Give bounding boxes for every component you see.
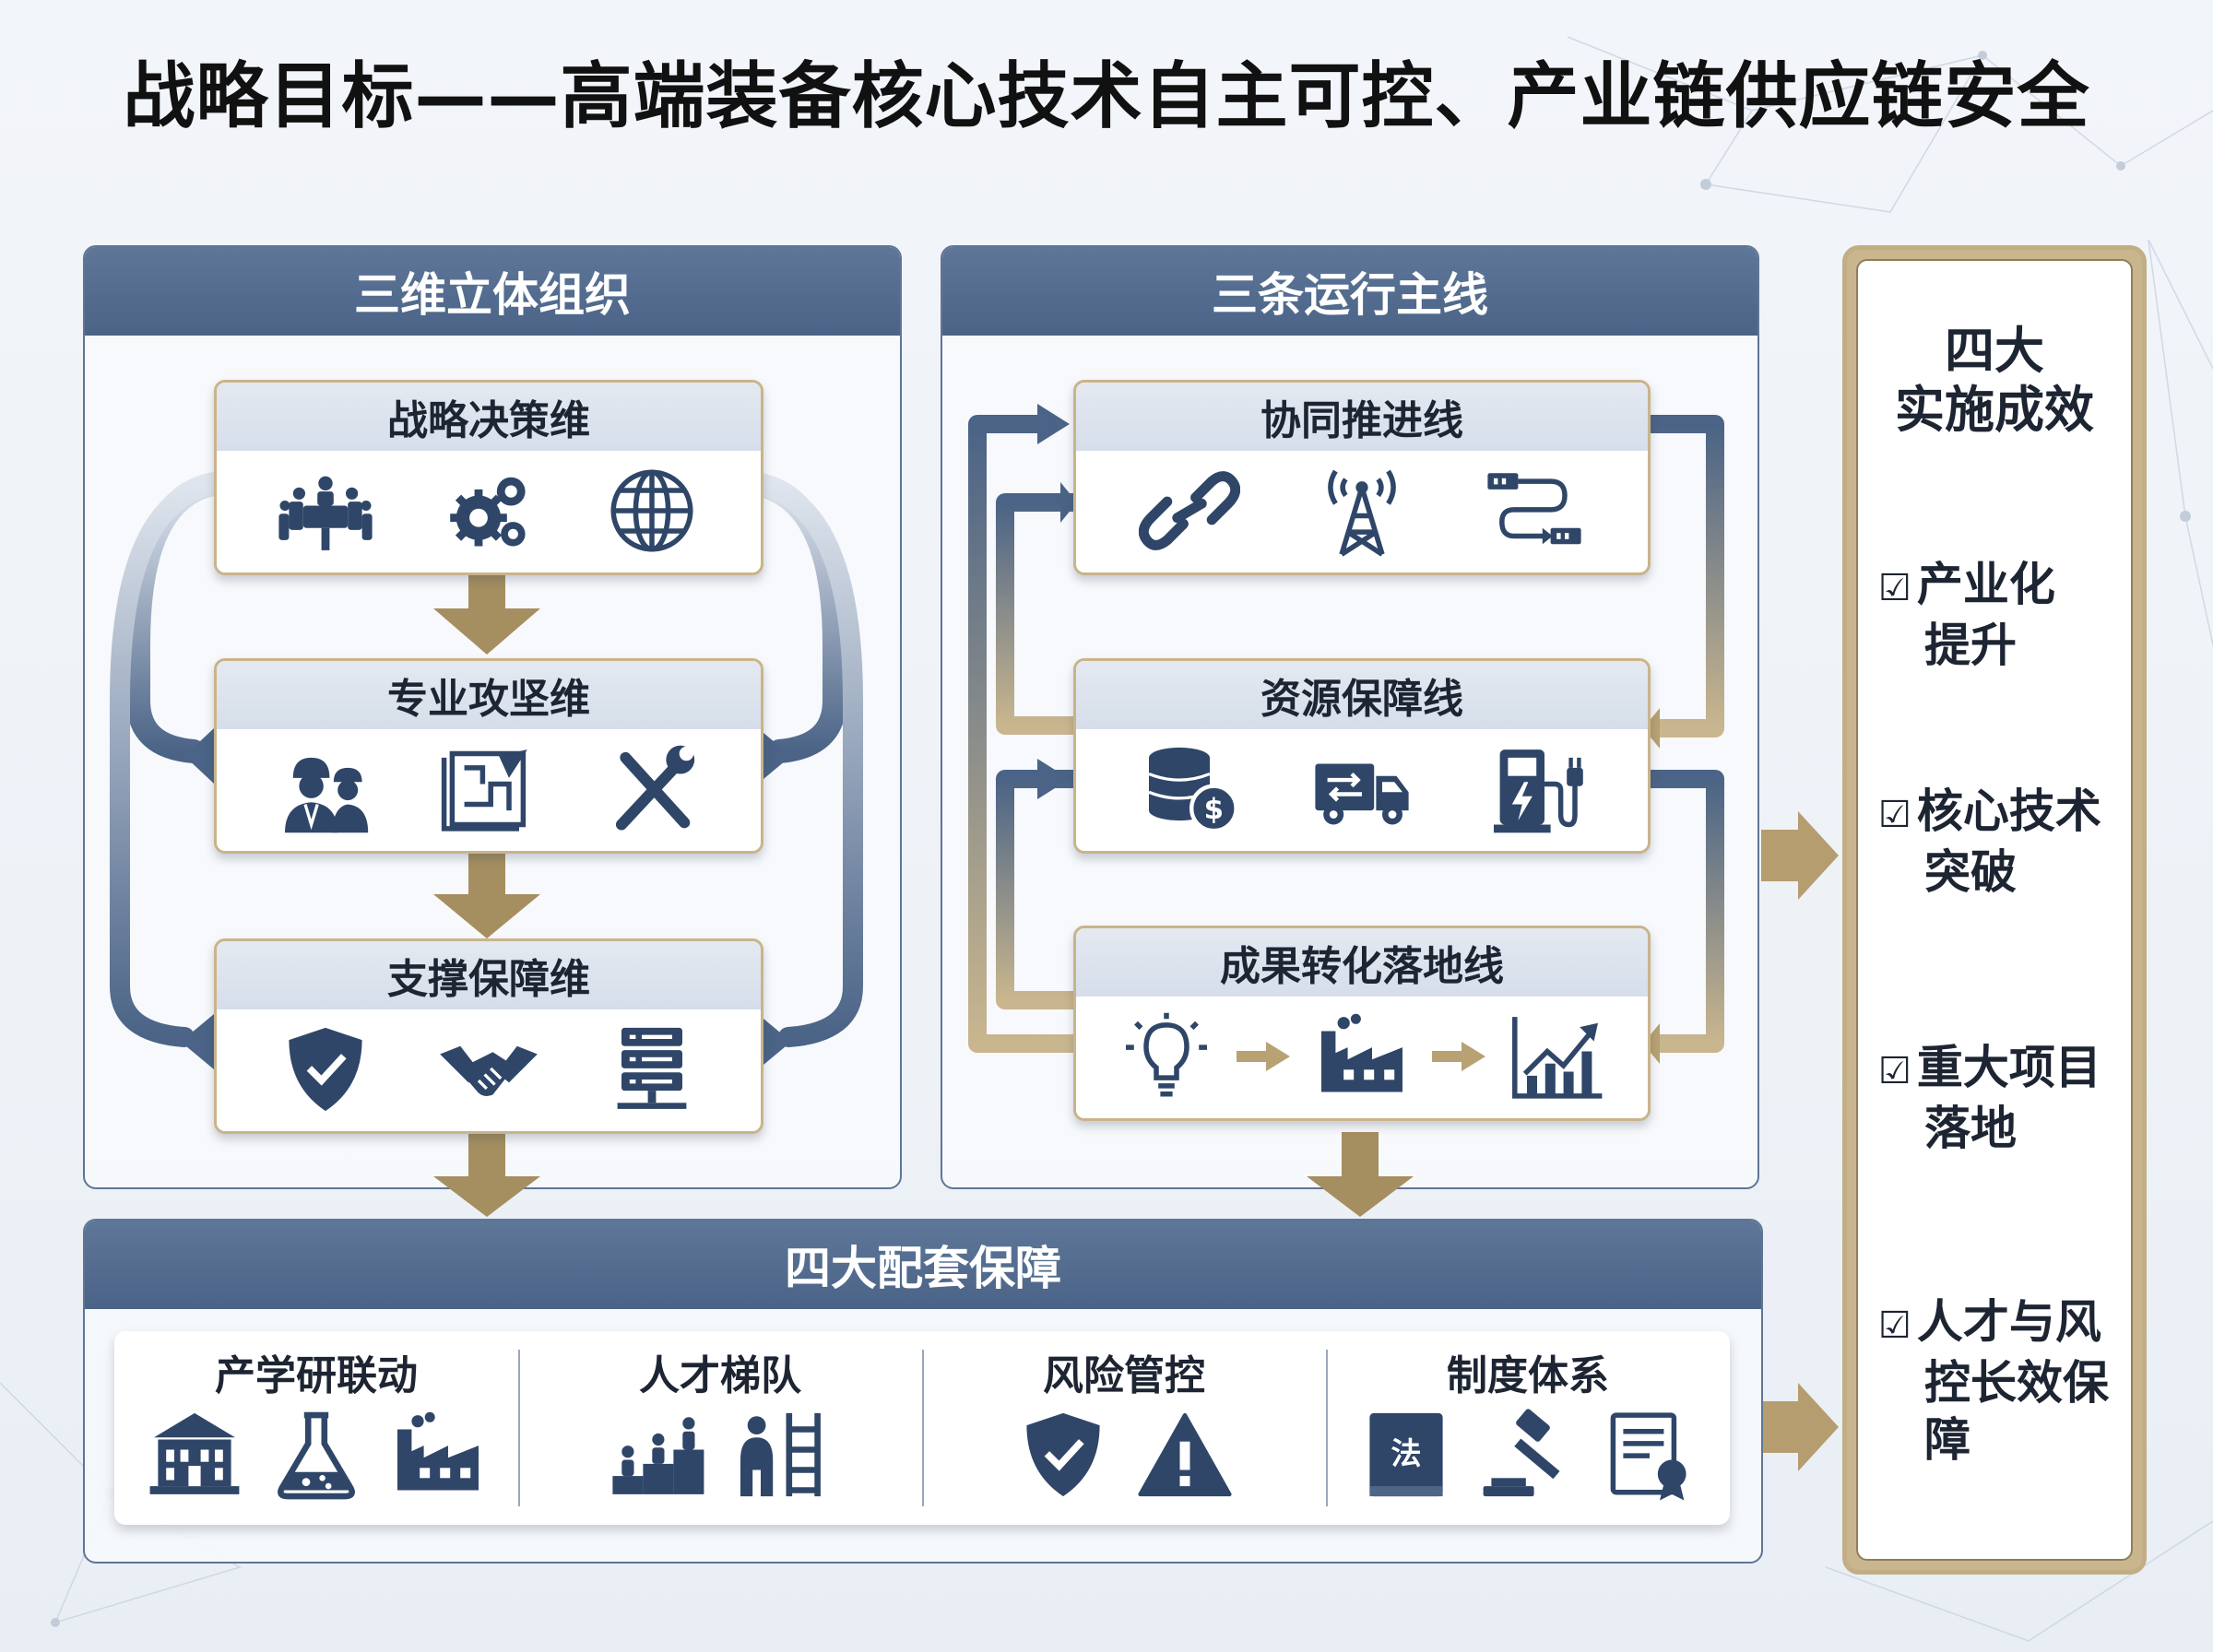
factory-icon [397, 1411, 479, 1491]
checkbox-icon: ☑ [1878, 1304, 1911, 1347]
card-strategic-decision: 战略决策维 [214, 380, 763, 575]
link-icon [1134, 460, 1245, 561]
result-text: 重大项目 [1916, 1041, 2101, 1094]
result-item-core-tech: ☑核心技术 突破 [1878, 783, 2127, 901]
result-text: 提升 [1924, 619, 2017, 672]
divider [1326, 1350, 1328, 1506]
money-stack-icon: $ [1134, 738, 1245, 840]
handshake-icon [433, 1019, 544, 1120]
divider [518, 1350, 520, 1506]
checkbox-icon: ☑ [1878, 567, 1911, 609]
tools-icon [597, 738, 707, 840]
card-achievement-line: 成果转化落地线 [1073, 926, 1651, 1121]
divider [922, 1350, 924, 1506]
card-label: 专业攻坚维 [217, 661, 761, 729]
results-panel: 四大 实施成效 ☑产业化 提升 ☑核心技术 突破 ☑重大项目 落地 ☑人才与风 … [1842, 245, 2147, 1575]
guarantee-institution: 制度体系 法 [1326, 1331, 1730, 1525]
arrow-right-icon [1237, 1006, 1292, 1107]
guarantee-risk: 风险管控 [922, 1331, 1326, 1525]
result-text: 人才与风 [1916, 1295, 2101, 1349]
law-book-icon: 法 [1369, 1412, 1443, 1497]
organization-panel-header: 三维立体组织 [85, 247, 900, 336]
university-icon [149, 1412, 240, 1494]
guarantee-label: 风险管控 [1043, 1352, 1205, 1399]
result-text: 产业化 [1916, 558, 2055, 611]
card-label: 资源保障线 [1076, 661, 1648, 729]
globe-icon [597, 460, 707, 561]
guarantee-label: 人才梯队 [639, 1352, 801, 1399]
result-text: 核心技术 [1916, 785, 2101, 838]
guarantee-label: 产学研联动 [215, 1352, 418, 1399]
result-text: 突破 [1924, 845, 2017, 899]
result-item-industrialization: ☑产业化 提升 [1878, 556, 2127, 674]
flask-icon [278, 1411, 355, 1500]
ladder-person-icon [740, 1412, 821, 1497]
gears-icon [433, 460, 544, 561]
factory-icon [1307, 1006, 1417, 1107]
result-item-major-projects: ☑重大项目 落地 [1878, 1039, 2127, 1157]
gavel-icon [1483, 1409, 1560, 1497]
card-resource-line: 资源保障线 $ [1073, 658, 1651, 854]
results-title: 四大 实施成效 [1858, 322, 2131, 440]
team-steps-icon [612, 1417, 704, 1494]
guarantee-industry-academia: 产学研联动 [114, 1331, 518, 1525]
result-text: 落地 [1924, 1102, 2017, 1155]
checkbox-icon: ☑ [1878, 794, 1911, 836]
server-icon [597, 1019, 707, 1120]
card-professional-tackling: 专业攻坚维 [214, 658, 763, 854]
mainlines-panel-header: 三条运行主线 [942, 247, 1757, 336]
truck-icon [1307, 738, 1417, 840]
result-text: 控长效保 [1924, 1356, 2109, 1410]
result-item-talent-risk: ☑人才与风 控长效保 障 [1878, 1293, 2127, 1469]
card-collaboration-line: 协同推进线 [1073, 380, 1651, 575]
card-label: 战略决策维 [217, 383, 761, 451]
blueprint-icon [433, 738, 544, 840]
guarantee-talent: 人才梯队 [518, 1331, 922, 1525]
card-label: 成果转化落地线 [1076, 928, 1648, 997]
card-support-guarantee: 支撑保障维 [214, 938, 763, 1134]
signal-tower-icon [1307, 460, 1417, 561]
guarantee-label: 制度体系 [1447, 1352, 1609, 1399]
result-text: 障 [1924, 1413, 1970, 1467]
guarantees-card: 产学研联动 人才梯队 风险管控 制度体系 [114, 1331, 1730, 1525]
shield-check-icon [1026, 1412, 1100, 1497]
checkbox-icon: ☑ [1878, 1050, 1911, 1092]
supporting-guarantees-header: 四大配套保障 [85, 1221, 1761, 1309]
supporting-guarantees-panel: 四大配套保障 产学研联动 人才梯队 风险管控 [83, 1219, 1763, 1564]
charging-station-icon [1479, 738, 1590, 840]
page-title: 战略目标——高端装备核心技术自主可控、产业链供应链安全 [123, 55, 2090, 138]
certificate-icon [1610, 1412, 1686, 1501]
law-glyph: 法 [1391, 1435, 1422, 1471]
results-title-line1: 四大 [1945, 322, 2044, 380]
arrow-right-icon [1432, 1006, 1487, 1107]
card-label: 协同推进线 [1076, 383, 1648, 451]
lightbulb-icon [1111, 1006, 1222, 1107]
svg-text:$: $ [1204, 793, 1224, 826]
warning-icon [1138, 1412, 1232, 1497]
growth-chart-icon [1502, 1006, 1613, 1107]
meeting-icon [270, 460, 381, 561]
results-title-line2: 实施成效 [1895, 381, 2094, 439]
shield-check-icon [270, 1019, 381, 1120]
engineers-icon [270, 738, 381, 840]
workflow-icon [1479, 460, 1590, 561]
card-label: 支撑保障维 [217, 941, 761, 1009]
